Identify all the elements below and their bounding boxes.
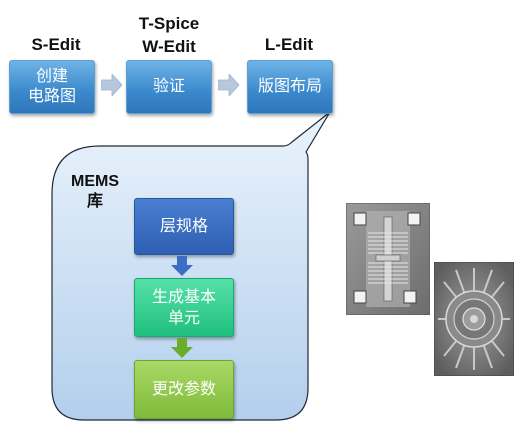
step-layout-label: 版图布局	[257, 78, 322, 95]
step-create-line1: 创建	[35, 68, 68, 85]
tool-ledit: L-Edit	[264, 35, 314, 54]
step-create-schematic: 创建 电路图	[9, 60, 95, 114]
flow-generate-line2: 单元	[167, 309, 200, 327]
tool-sedit: S-Edit	[31, 35, 81, 54]
flow-layer-rules-label: 层规格	[159, 218, 208, 235]
step-layout: 版图布局	[247, 60, 333, 114]
mems-comb-micrograph-image	[346, 203, 430, 315]
flow-generate-cells: 生成基本 单元	[134, 278, 234, 337]
arrow-down-1	[171, 256, 193, 276]
library-title: MEMS 库	[60, 172, 130, 212]
step-verify: 验证	[126, 60, 212, 114]
flow-layer-rules: 层规格	[134, 198, 234, 255]
arrow-right-2	[218, 74, 240, 96]
flow-change-params: 更改参数	[134, 360, 234, 419]
arrow-right-1	[101, 74, 123, 96]
step-verify-label: 验证	[152, 78, 185, 95]
library-title-line1: MEMS	[71, 173, 119, 190]
flow-generate-line1: 生成基本	[151, 288, 216, 306]
step-create-line2: 电路图	[27, 88, 76, 105]
flow-change-params-label: 更改参数	[151, 381, 216, 398]
library-title-line2: 库	[86, 193, 103, 210]
arrow-down-2	[171, 338, 193, 358]
tool-tspice: T-Spice	[138, 14, 200, 33]
tool-wedit: W-Edit	[142, 37, 196, 56]
mems-circular-micrograph-image	[434, 262, 514, 376]
